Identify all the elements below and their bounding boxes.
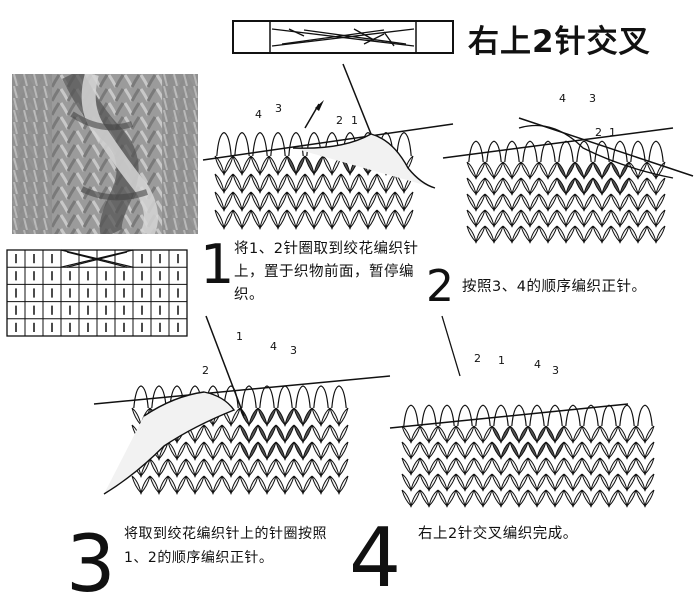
step-4-text: 右上2针交叉编织完成。 (418, 526, 578, 542)
step-1-label-1: 1 (351, 114, 358, 127)
step-4-label-2: 2 (474, 352, 481, 365)
step-4-diagram: 2 1 4 3 (389, 315, 655, 508)
step-1-diagram: 4 3 2 1 (202, 63, 454, 230)
step-3-text: 将取到绞花编织针上的针圈按照1、2的顺序编织正针。 (124, 526, 327, 566)
step-3-number: 3 (66, 520, 116, 610)
step-1-label-3: 3 (275, 102, 282, 115)
step-1-label-2: 2 (336, 114, 343, 127)
step-4-number: 4 (349, 511, 402, 606)
cable-symbol-box (232, 20, 454, 54)
step-1-text: 将1、2针圈取到绞花编织针上，置于织物前面，暂停编织。 (234, 241, 419, 303)
page-title: 右上2针交叉 (468, 24, 651, 60)
step-2-diagram: 4 3 2 1 (442, 92, 694, 244)
knit-texture-image (12, 74, 198, 234)
step-4-label-1: 1 (498, 354, 505, 367)
step-2-text: 按照3、4的顺序编织正针。 (462, 279, 647, 295)
step-2-label-2: 2 (595, 126, 602, 139)
step-1-label-4: 4 (255, 108, 262, 121)
step-2-label-4: 4 (559, 92, 566, 105)
knitting-chart-grid (3, 246, 190, 341)
knitting-chart-svg (6, 249, 188, 337)
step-4-label-3: 3 (552, 364, 559, 377)
step-3-label-3: 3 (290, 344, 297, 357)
step-3-label-1: 1 (236, 330, 243, 343)
cable-symbol-icon (269, 22, 417, 52)
knit-sample-photo (12, 74, 198, 234)
step-2-number: 2 (426, 261, 454, 312)
step-1-number: 1 (200, 233, 235, 296)
step-3-diagram: 1 2 4 3 (93, 315, 391, 495)
step-4-label-4: 4 (534, 358, 541, 371)
step-3-label-4: 4 (270, 340, 277, 353)
step-2-label-3: 3 (589, 92, 596, 105)
step-2-label-1: 1 (609, 126, 616, 139)
step-3-label-2: 2 (202, 364, 209, 377)
